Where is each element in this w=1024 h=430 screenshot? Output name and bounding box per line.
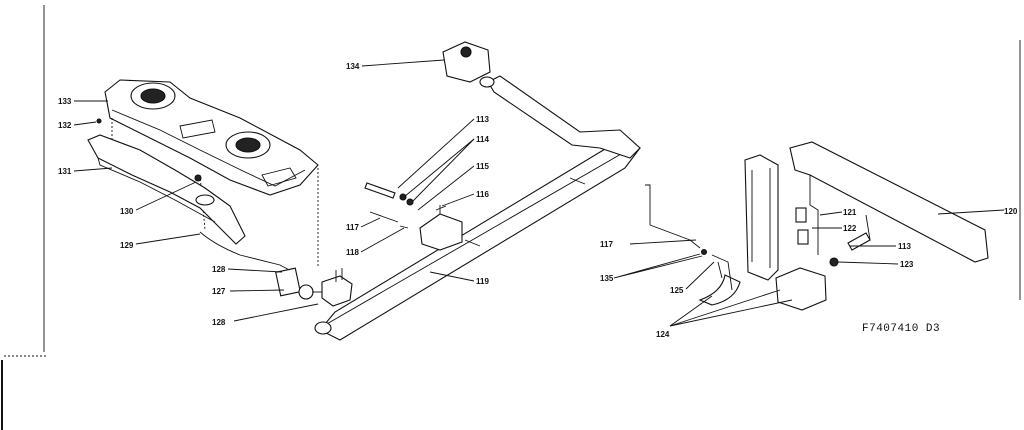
burner-valve-center bbox=[364, 182, 463, 251]
burner-base-assembly bbox=[104, 79, 319, 268]
mounting-bracket bbox=[87, 134, 246, 245]
part-label-125: 125 bbox=[670, 286, 684, 295]
leader-lines bbox=[73, 59, 1005, 327]
part-label-121: 121 bbox=[843, 208, 857, 217]
thermocouple-assembly bbox=[199, 231, 353, 307]
diagram-code: F7407410 D3 bbox=[862, 323, 940, 335]
oven-bracket bbox=[744, 141, 989, 281]
regulator-valve bbox=[442, 41, 495, 88]
part-label-135: 135 bbox=[600, 274, 614, 283]
part-label-118: 118 bbox=[346, 248, 359, 257]
part-label-130: 130 bbox=[120, 207, 134, 216]
part-label-127: 127 bbox=[212, 287, 226, 296]
part-label-116: 116 bbox=[476, 190, 489, 199]
fitting-135 bbox=[700, 248, 708, 256]
part-label-113-right: 113 bbox=[898, 242, 911, 251]
manifold-pipe bbox=[314, 75, 641, 341]
part-label-115: 115 bbox=[476, 162, 489, 171]
pilot-tube-right bbox=[645, 184, 701, 249]
part-label-120: 120 bbox=[1004, 207, 1018, 216]
part-label-117-right: 117 bbox=[600, 240, 613, 249]
part-label-123: 123 bbox=[900, 260, 914, 269]
part-label-119: 119 bbox=[476, 277, 489, 286]
part-label-128-bottom: 128 bbox=[212, 318, 226, 327]
part-label-122: 122 bbox=[843, 224, 857, 233]
part-label-133: 133 bbox=[58, 97, 72, 106]
part-label-128-top: 128 bbox=[212, 265, 226, 274]
part-label-117-center: 117 bbox=[346, 223, 359, 232]
part-label-124: 124 bbox=[656, 330, 670, 339]
part-label-129: 129 bbox=[120, 241, 134, 250]
part-label-113-center: 113 bbox=[476, 115, 489, 124]
part-label-114: 114 bbox=[476, 135, 489, 144]
part-label-134: 134 bbox=[346, 62, 360, 71]
screw-icon bbox=[96, 118, 102, 124]
part-label-132: 132 bbox=[58, 121, 72, 130]
part-label-131: 131 bbox=[58, 167, 72, 176]
